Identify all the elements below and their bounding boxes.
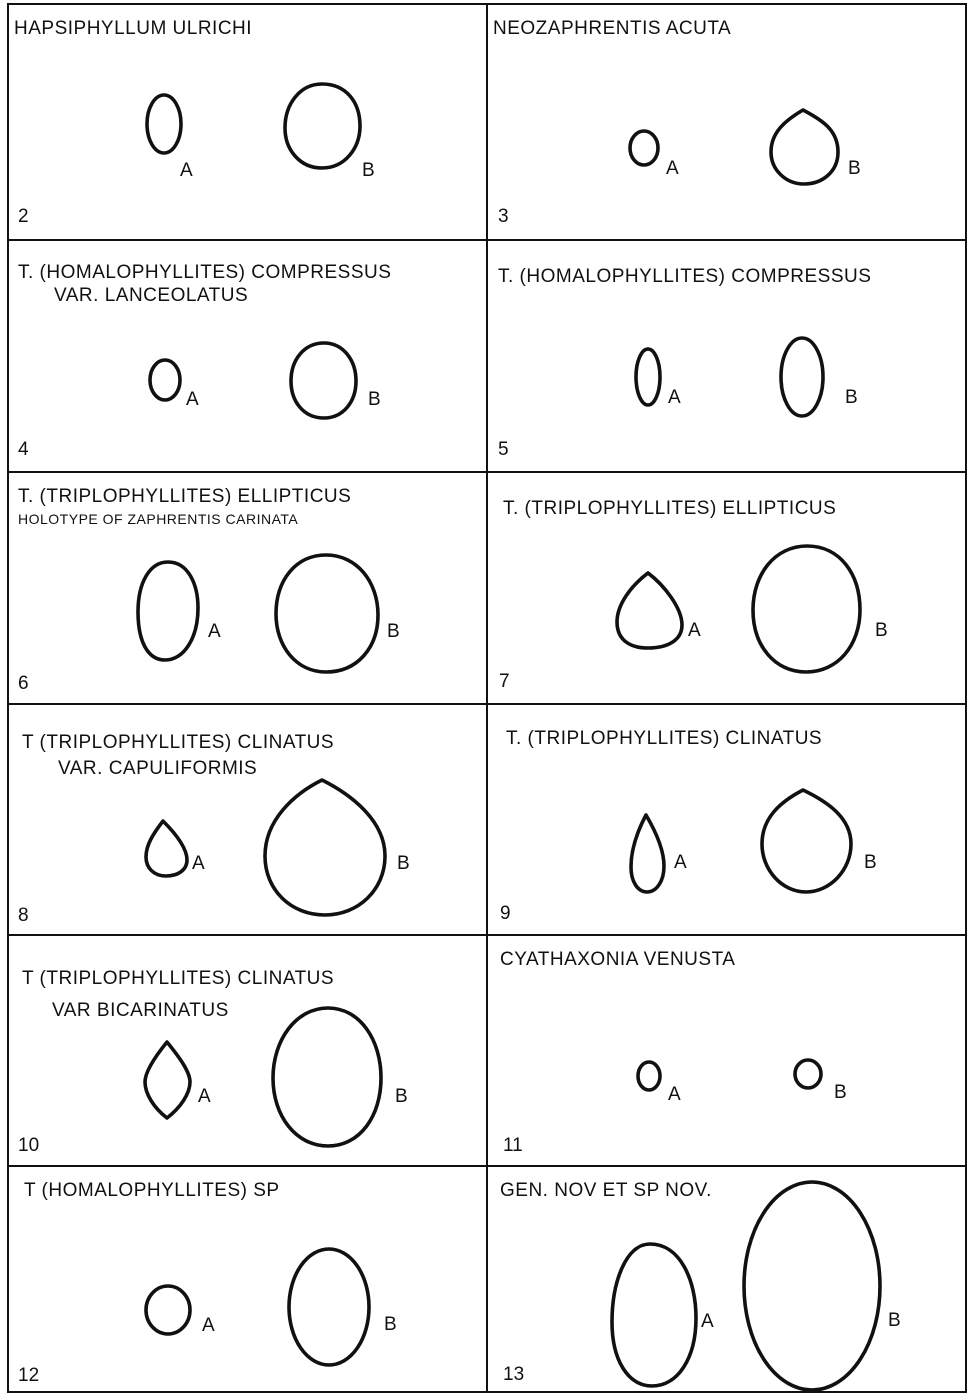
panel-title: T. (TRIPLOPHYLLITES) CLINATUS — [506, 728, 822, 749]
label-a: A — [186, 389, 199, 410]
label-a: A — [666, 158, 679, 179]
panel-number: 10 — [18, 1135, 39, 1156]
panel-title: T (HOMALOPHYLLITES) SP — [24, 1180, 280, 1201]
label-a: A — [180, 160, 193, 181]
label-b: B — [848, 158, 861, 179]
label-b: B — [384, 1314, 397, 1335]
panel-number: 7 — [499, 671, 510, 692]
panel-number: 6 — [18, 673, 29, 694]
label-a: A — [688, 620, 701, 641]
outline-a — [143, 1040, 192, 1120]
outline-b — [769, 108, 840, 186]
outline-b — [793, 1058, 823, 1090]
outline-b — [289, 341, 358, 420]
panel-title: T. (TRIPLOPHYLLITES) ELLIPTICUS — [18, 486, 351, 507]
outline-b — [760, 788, 853, 894]
label-a: A — [668, 387, 681, 408]
label-b: B — [362, 160, 375, 181]
label-b: B — [397, 853, 410, 874]
panel-title-line-2: VAR BICARINATUS — [52, 1000, 229, 1021]
panel-number: 3 — [498, 206, 509, 227]
panel-number: 8 — [18, 905, 29, 926]
panel-title-line-2: VAR. LANCEOLATUS — [54, 285, 248, 306]
outline-b — [742, 1180, 882, 1392]
panel-title: T. (TRIPLOPHYLLITES) ELLIPTICUS — [503, 498, 836, 519]
label-a: A — [668, 1084, 681, 1105]
label-a: A — [202, 1315, 215, 1336]
label-b: B — [395, 1086, 408, 1107]
panel-title: GEN. NOV ET SP NOV. — [500, 1180, 712, 1201]
panel-title: T (TRIPLOPHYLLITES) CLINATUS — [22, 968, 334, 989]
outline-a — [144, 1284, 192, 1336]
outline-b — [283, 82, 362, 170]
panel-title: T. (HOMALOPHYLLITES) COMPRESSUS — [18, 262, 391, 283]
outline-b — [274, 553, 380, 674]
panel-title: CYATHAXONIA VENUSTA — [500, 949, 735, 970]
panel-number: 12 — [18, 1365, 39, 1386]
label-b: B — [368, 389, 381, 410]
outline-b — [287, 1247, 371, 1367]
panel-number: 5 — [498, 439, 509, 460]
label-a: A — [701, 1311, 714, 1332]
panel-12: T (HOMALOPHYLLITES) SP A B 12 — [18, 1180, 397, 1386]
outline-b — [271, 1006, 383, 1148]
outline-a — [615, 571, 684, 650]
panel-title: NEOZAPHRENTIS ACUTA — [493, 18, 731, 39]
outline-b — [751, 544, 862, 674]
panel-10: T (TRIPLOPHYLLITES) CLINATUS VAR BICARIN… — [18, 968, 408, 1156]
panel-11: CYATHAXONIA VENUSTA A B 11 — [500, 949, 847, 1156]
panel-4: T. (HOMALOPHYLLITES) COMPRESSUS VAR. LAN… — [18, 262, 391, 460]
label-b: B — [834, 1082, 847, 1103]
label-b: B — [888, 1310, 901, 1331]
panel-title: T (TRIPLOPHYLLITES) CLINATUS — [22, 732, 334, 753]
outline-a — [636, 1060, 662, 1092]
outline-a — [136, 560, 200, 662]
outline-a — [628, 129, 660, 167]
label-b: B — [864, 852, 877, 873]
panel-title-line-2: VAR. CAPULIFORMIS — [58, 758, 257, 779]
outline-a — [144, 819, 189, 878]
panel-number: 11 — [503, 1135, 523, 1156]
panel-2: HAPSIPHYLLUM ULRICHI A B 2 — [14, 18, 375, 227]
panel-9: T. (TRIPLOPHYLLITES) CLINATUS A B 9 — [500, 728, 877, 924]
panel-13: GEN. NOV ET SP NOV. A B 13 — [500, 1180, 901, 1392]
outline-a — [145, 93, 183, 155]
panel-number: 4 — [18, 439, 29, 460]
label-a: A — [192, 853, 205, 874]
panel-grid — [7, 3, 967, 1393]
panel-title: T. (HOMALOPHYLLITES) COMPRESSUS — [498, 266, 871, 287]
outline-a — [634, 347, 662, 407]
panel-subtitle: HOLOTYPE OF ZAPHRENTIS CARINATA — [18, 511, 298, 527]
label-b: B — [387, 621, 400, 642]
panel-title: HAPSIPHYLLUM ULRICHI — [14, 18, 252, 39]
label-a: A — [198, 1086, 211, 1107]
panel-3: NEOZAPHRENTIS ACUTA A B 3 — [493, 18, 861, 227]
outline-b — [779, 336, 825, 418]
outline-b — [263, 778, 387, 917]
outline-a — [148, 358, 182, 402]
panel-7: T. (TRIPLOPHYLLITES) ELLIPTICUS A B 7 — [499, 498, 888, 692]
label-a: A — [674, 852, 687, 873]
panel-5: T. (HOMALOPHYLLITES) COMPRESSUS A B 5 — [498, 266, 871, 460]
outline-a — [629, 813, 666, 894]
outline-a — [610, 1242, 698, 1388]
panel-number: 2 — [18, 206, 29, 227]
panel-number: 13 — [503, 1364, 524, 1385]
panel-number: 9 — [500, 903, 511, 924]
label-b: B — [875, 620, 888, 641]
label-b: B — [845, 387, 858, 408]
panel-8: T (TRIPLOPHYLLITES) CLINATUS VAR. CAPULI… — [18, 732, 410, 926]
label-a: A — [208, 621, 221, 642]
panel-6: T. (TRIPLOPHYLLITES) ELLIPTICUS HOLOTYPE… — [18, 486, 400, 694]
